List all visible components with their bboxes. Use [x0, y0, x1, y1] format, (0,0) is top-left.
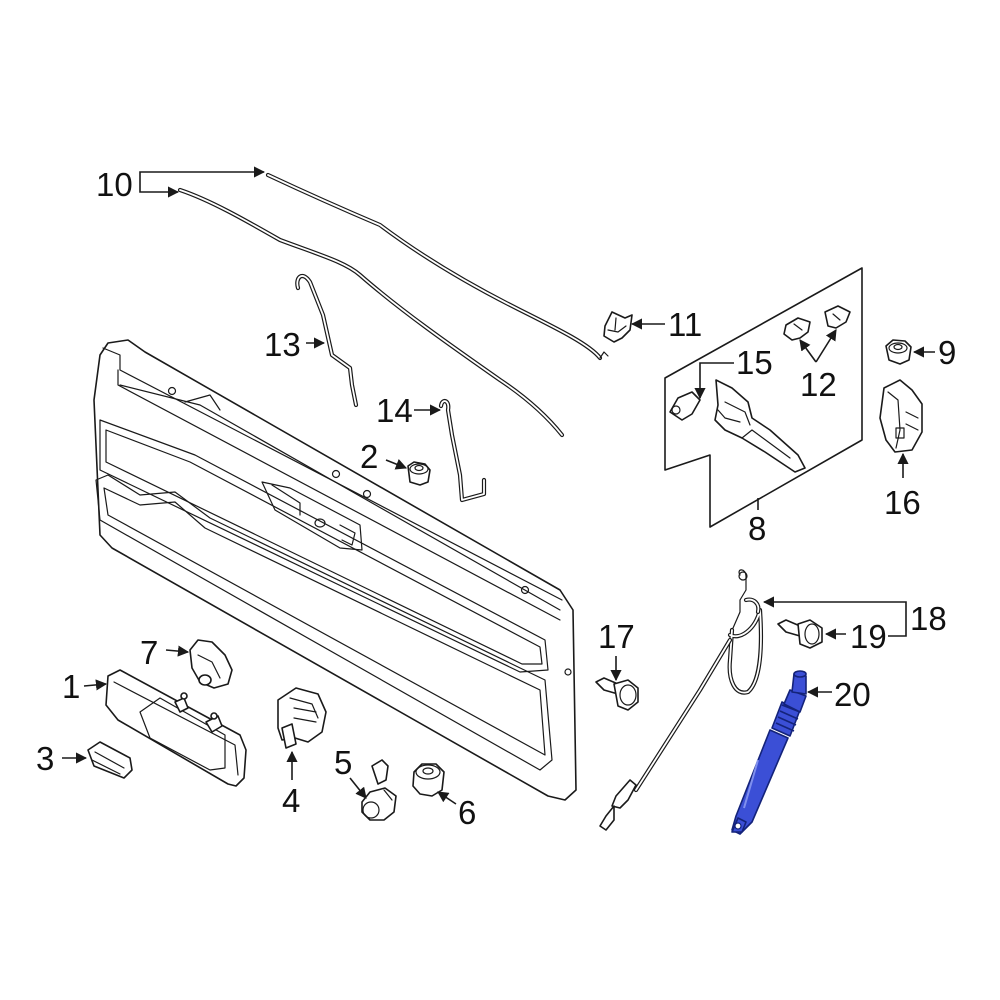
callout-4[interactable]: 4	[282, 782, 300, 819]
part-17-bolt[interactable]	[595, 677, 639, 711]
callout-16[interactable]: 16	[884, 484, 921, 521]
part-13-rod[interactable]	[295, 273, 359, 408]
part-10-release-rods[interactable]	[177, 172, 609, 438]
callout-5[interactable]: 5	[334, 744, 352, 781]
callout-19[interactable]: 19	[850, 618, 887, 655]
part-5-camera[interactable]	[361, 759, 397, 821]
callout-18[interactable]: 18	[910, 600, 947, 637]
part-12-clips[interactable]	[783, 305, 851, 341]
part-1-handle-assembly[interactable]	[105, 669, 247, 787]
callout-14[interactable]: 14	[376, 392, 413, 429]
part-20-support-strut[interactable]	[731, 670, 807, 835]
callout-10[interactable]: 10	[96, 166, 133, 203]
callout-12[interactable]: 12	[800, 366, 837, 403]
part-16-bracket[interactable]	[879, 379, 923, 453]
callout-9[interactable]: 9	[938, 334, 956, 371]
part-19-bolt[interactable]	[777, 619, 823, 649]
callout-3[interactable]: 3	[36, 740, 54, 777]
callout-labels: 10 13 14 2 11 15 12 9 16 8 1 3 7 4 5 6 1…	[36, 166, 956, 831]
callout-8[interactable]: 8	[748, 510, 766, 547]
callout-2[interactable]: 2	[360, 438, 378, 475]
part-15-latch-bracket[interactable]	[669, 379, 806, 473]
part-7-switch[interactable]	[189, 639, 233, 689]
callout-11[interactable]: 11	[668, 306, 702, 343]
part-14-rod[interactable]	[438, 399, 487, 503]
part-2-nut[interactable]	[407, 461, 431, 486]
part-6-nut[interactable]	[412, 763, 445, 797]
leader-lines	[62, 166, 935, 805]
part-4-actuator[interactable]	[277, 687, 327, 749]
callout-15[interactable]: 15	[736, 344, 773, 381]
callout-20[interactable]: 20	[834, 676, 871, 713]
part-3-bezel[interactable]	[87, 741, 133, 779]
part-8-latch-assembly-group[interactable]	[664, 267, 863, 528]
callout-1[interactable]: 1	[62, 668, 80, 705]
callout-7[interactable]: 7	[140, 634, 158, 671]
tailgate-panel[interactable]	[93, 339, 577, 801]
part-11-clip[interactable]	[603, 311, 633, 343]
part-9-nut[interactable]	[885, 339, 912, 365]
callout-17[interactable]: 17	[598, 618, 635, 655]
callout-6[interactable]: 6	[458, 794, 476, 831]
callout-13[interactable]: 13	[264, 326, 301, 363]
part-18-support-cable[interactable]	[599, 569, 764, 831]
